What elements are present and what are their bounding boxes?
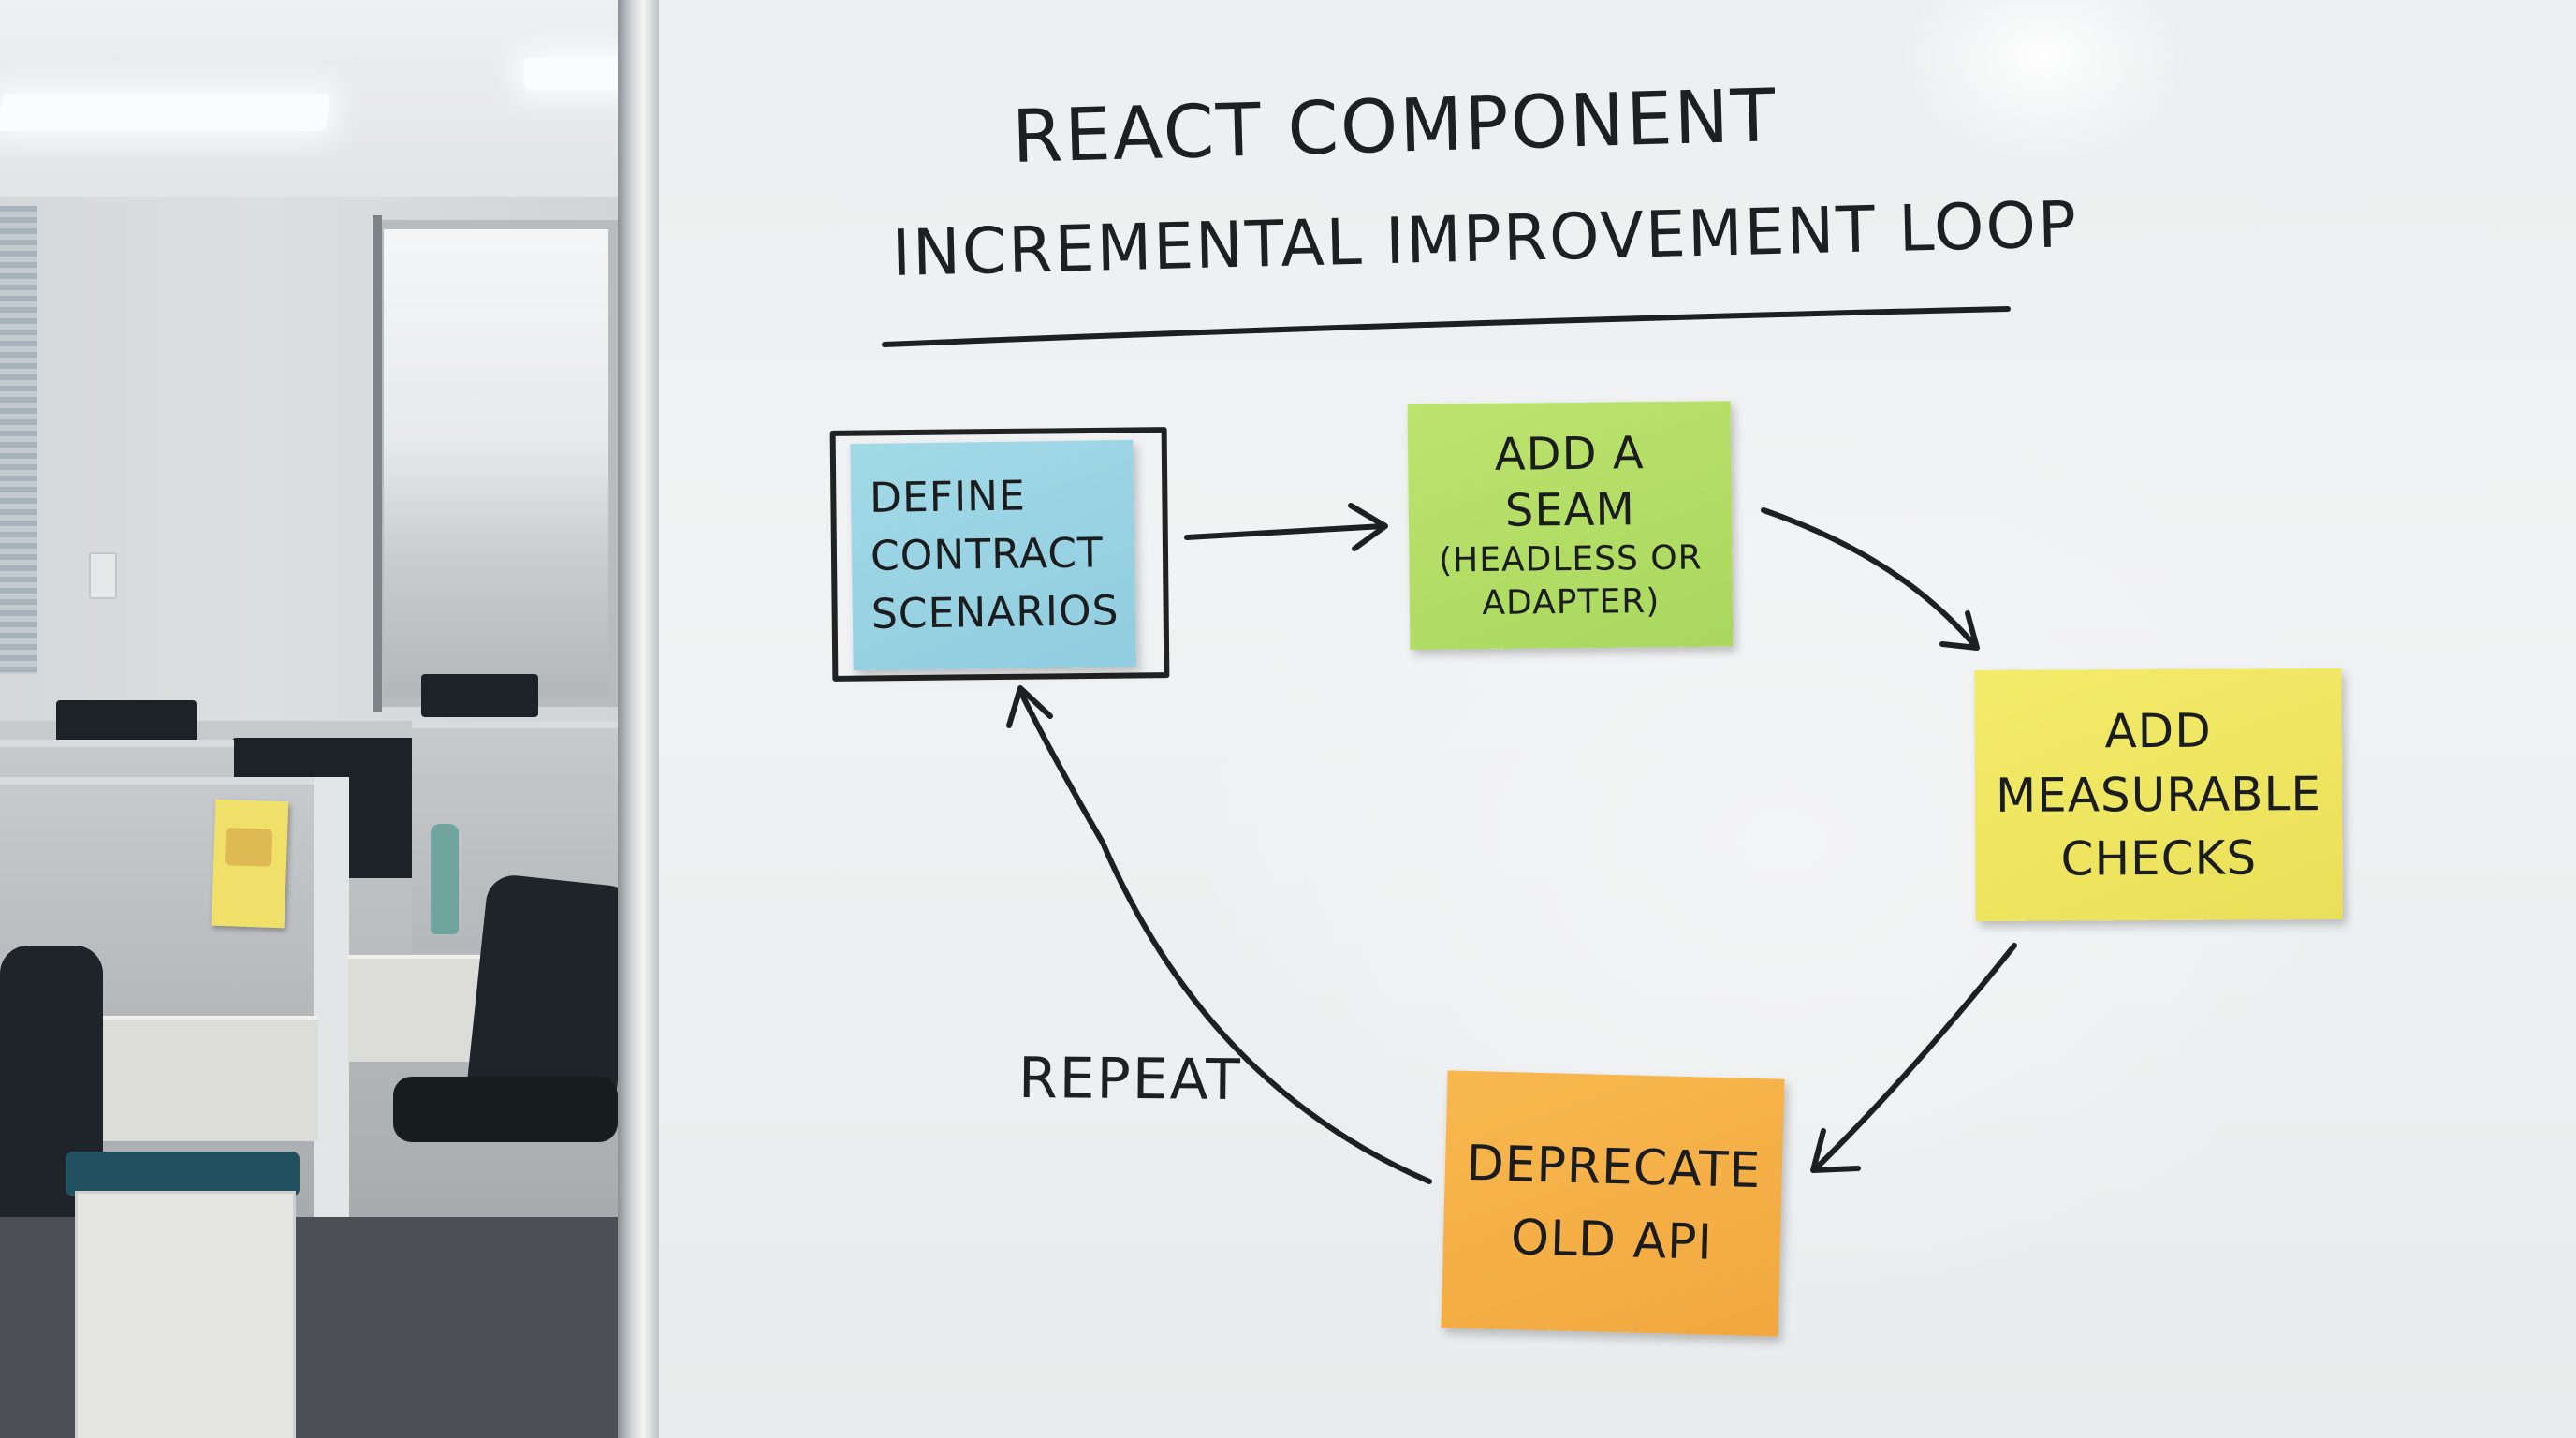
arrowhead-checks-to-deprecate — [1810, 1128, 1861, 1173]
office-window — [374, 220, 618, 707]
file-cabinet — [75, 1191, 296, 1438]
step-label: DEPRECATE OLD API — [1465, 1135, 1763, 1271]
cabinet-cushion — [66, 1152, 300, 1196]
arrowhead-repeat — [1006, 685, 1053, 728]
sticky-note-deprecate-api: DEPRECATE OLD API — [1441, 1070, 1785, 1337]
title-underline — [882, 306, 2011, 347]
step-label: DEFINE CONTRACT SCENARIOS — [869, 472, 1120, 638]
window-frame — [373, 215, 382, 712]
window-blinds — [0, 206, 37, 674]
whiteboard-frame — [618, 0, 661, 1438]
wall-outlet — [89, 552, 117, 599]
arrow-seam-to-checks — [1761, 507, 1978, 649]
step-label: ADD A SEAM — [1494, 427, 1645, 537]
office-background — [0, 0, 655, 1438]
arrow-repeat — [1017, 688, 1432, 1184]
step-label: ADD MEASURABLE CHECKS — [1995, 703, 2322, 887]
arrowhead-seam-to-checks — [1939, 610, 1980, 651]
sticky-note-add-seam: ADD A SEAM (HEADLESS OR ADAPTER) — [1407, 401, 1734, 650]
office-chair-seat — [393, 1077, 618, 1142]
arrowhead-define-to-seam — [1348, 503, 1388, 551]
repeat-label: REPEAT — [1017, 1045, 1243, 1114]
arrow-checks-to-deprecate — [1813, 943, 2017, 1171]
sticky-note-define-contract: DEFINE CONTRACT SCENARIOS — [850, 439, 1136, 671]
monitor — [421, 674, 538, 717]
water-bottle — [431, 824, 459, 934]
sticky-note-measurable-checks: ADD MEASURABLE CHECKS — [1974, 668, 2343, 922]
step-sublabel: (HEADLESS OR ADAPTER) — [1438, 538, 1703, 623]
arrow-define-to-seam — [1184, 523, 1386, 540]
